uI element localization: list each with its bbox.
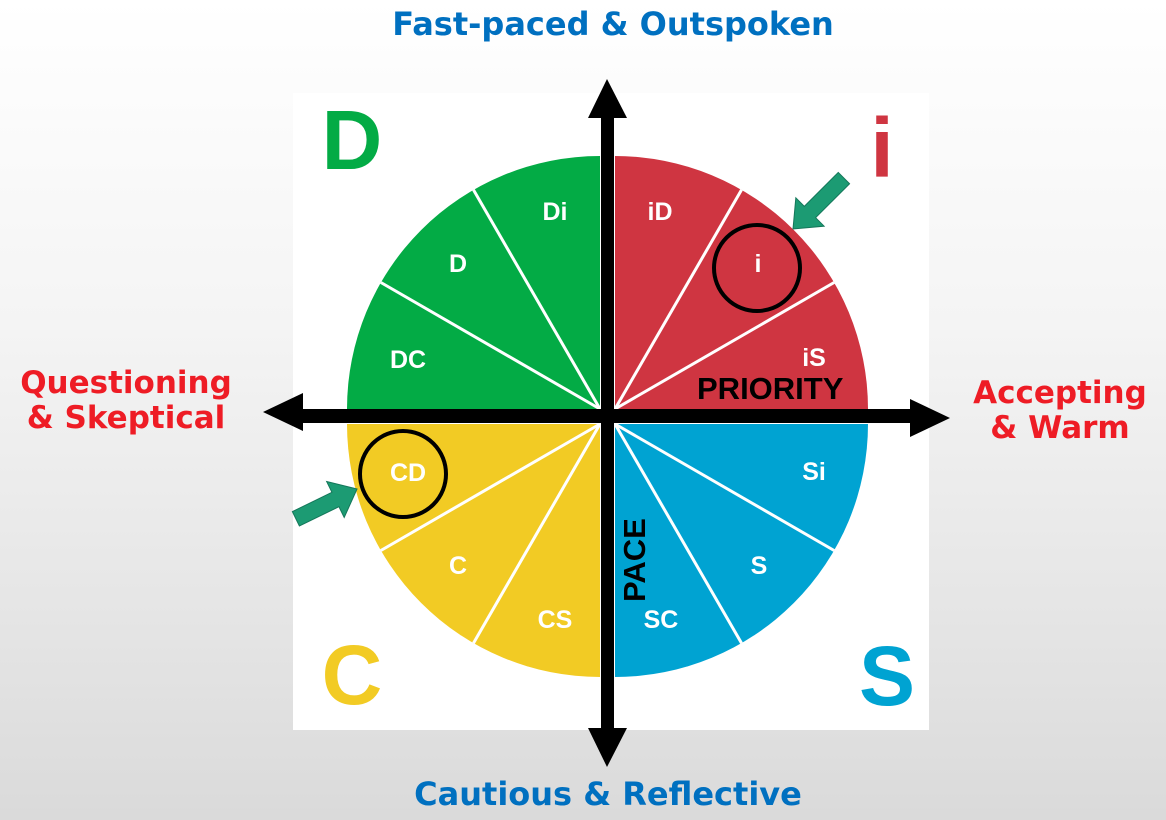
right-axis-label: Accepting & Warm	[958, 375, 1162, 447]
quadrant-D	[347, 156, 600, 409]
quadrant-S	[615, 424, 868, 677]
quadrant-letter-C: C	[322, 628, 383, 722]
highlight-circle-CD	[358, 429, 448, 519]
left-axis-label-line2: & Skeptical	[26, 400, 226, 437]
segment-label-DC: DC	[390, 346, 426, 374]
pace-axis-label: PACE	[617, 518, 652, 602]
bottom-axis-label: Cautious & Reflective	[414, 775, 802, 813]
segment-label-iS: iS	[802, 344, 826, 372]
highlight-circle-i	[712, 223, 802, 313]
top-axis-label: Fast-paced & Outspoken	[392, 5, 834, 43]
segment-label-i: i	[755, 250, 762, 278]
arrow-up-icon	[588, 79, 627, 118]
left-axis-label-line1: Questioning	[20, 365, 232, 401]
horizontal-axis	[263, 393, 950, 437]
right-axis-label-line2: & Warm	[990, 410, 1130, 447]
pointer-arrow-icon-CD	[291, 480, 358, 527]
right-axis-label-line1: Accepting	[973, 375, 1147, 411]
quadrant-letter-D: D	[322, 93, 383, 187]
segment-label-S: S	[751, 552, 768, 580]
segment-label-C: C	[449, 552, 467, 580]
segment-label-Di: Di	[543, 198, 568, 226]
pointer-arrow-icon-i	[792, 171, 851, 230]
segment-label-iD: iD	[648, 198, 673, 226]
segment-label-SC: SC	[644, 606, 679, 634]
quadrant-i	[615, 156, 868, 409]
segment-label-D: D	[449, 250, 467, 278]
arrow-left-icon	[263, 393, 303, 431]
segment-label-Si: Si	[802, 458, 826, 486]
quadrant-letter-i: i	[870, 101, 893, 195]
quadrant-letter-S: S	[859, 629, 915, 723]
arrow-down-icon	[588, 728, 627, 767]
segment-label-CS: CS	[538, 606, 573, 634]
arrow-right-icon	[910, 399, 950, 437]
priority-axis-label: PRIORITY	[697, 371, 844, 406]
quadrant-C	[347, 424, 600, 677]
segment-dividers	[380, 189, 835, 644]
left-axis-label: Questioning & Skeptical	[6, 365, 246, 437]
segment-label-CD: CD	[390, 459, 426, 487]
